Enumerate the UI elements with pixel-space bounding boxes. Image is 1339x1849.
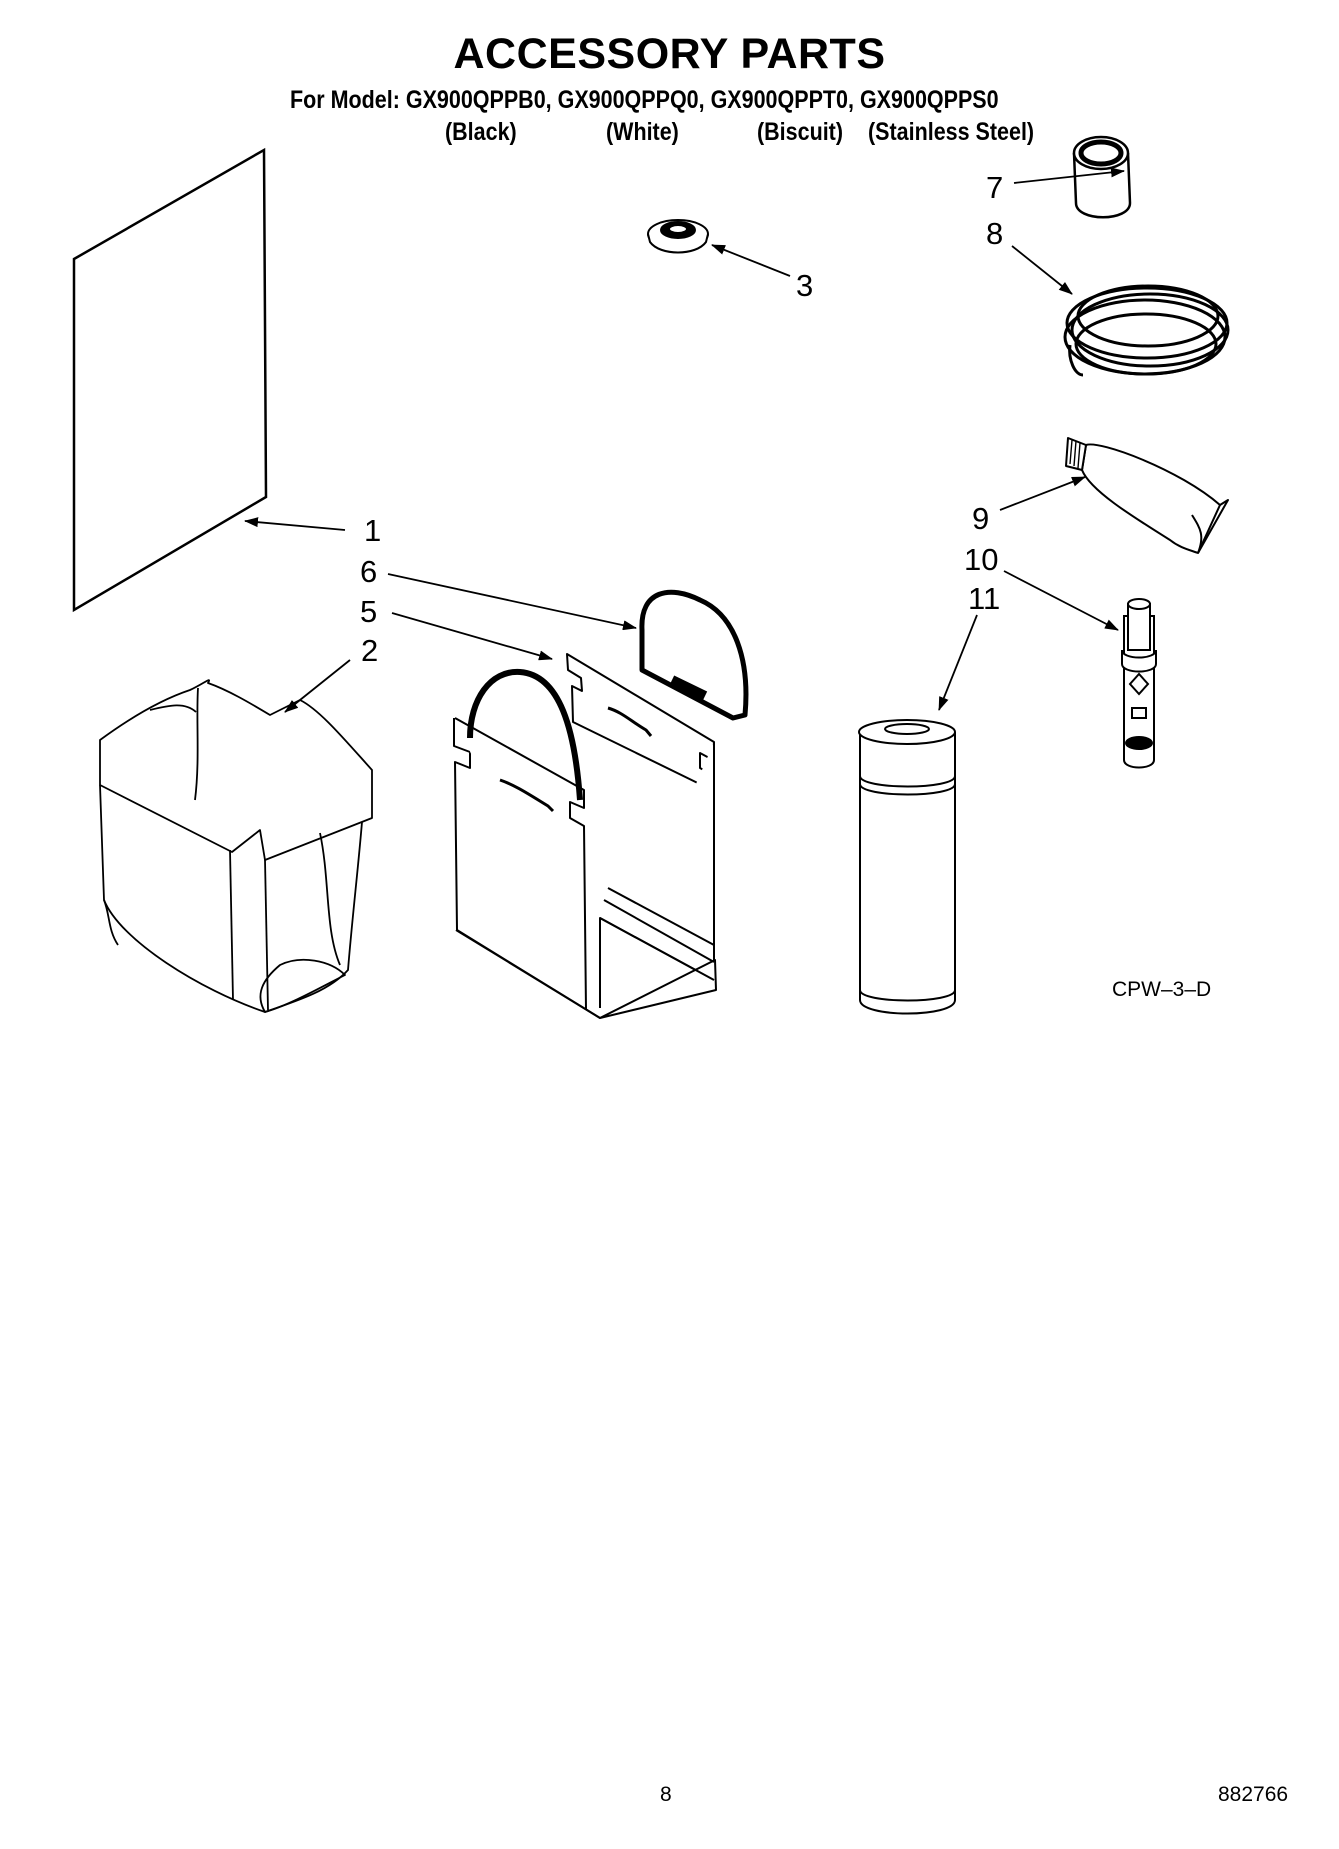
part-9-tube xyxy=(1065,437,1229,554)
color-label-biscuit: (Biscuit) xyxy=(757,118,843,146)
leader-line-6 xyxy=(387,573,637,631)
leader-line-1 xyxy=(244,517,346,531)
callout-7: 7 xyxy=(986,170,1004,205)
callout-1: 1 xyxy=(364,513,382,548)
leader-line-7 xyxy=(1013,167,1125,184)
callout-9: 9 xyxy=(972,501,990,536)
document-number: 882766 xyxy=(1218,1783,1289,1806)
part-7-ring xyxy=(1072,135,1132,219)
callout-10: 10 xyxy=(964,542,999,577)
part-3-cap xyxy=(647,219,709,254)
diagram-code: CPW–3–D xyxy=(1112,978,1212,1001)
part-6-handle xyxy=(639,589,749,721)
page-number: 8 xyxy=(660,1783,672,1806)
color-label-white: (White) xyxy=(606,118,679,146)
page-title: ACCESSORY PARTS xyxy=(453,30,886,78)
leader-line-10 xyxy=(1003,570,1119,631)
leader-line-11 xyxy=(938,614,978,711)
leader-line-8 xyxy=(1011,245,1073,295)
model-list: For Model: GX900QPPB0, GX900QPPQ0, GX900… xyxy=(290,86,999,114)
part-5-bag-caddy xyxy=(453,653,717,1019)
color-label-stainless-steel: (Stainless Steel) xyxy=(868,118,1035,146)
leader-line-3 xyxy=(711,244,791,277)
leader-line-5 xyxy=(391,612,553,661)
part-11-aerosol-can xyxy=(858,719,956,1015)
part-1-panel-sheet xyxy=(72,147,268,613)
part-8-coiled-hose xyxy=(1063,284,1230,377)
leader-line-9 xyxy=(999,476,1086,511)
callout-6: 6 xyxy=(360,554,378,589)
callout-5: 5 xyxy=(360,594,378,629)
callout-8: 8 xyxy=(986,216,1004,251)
callout-2: 2 xyxy=(361,633,379,668)
color-label-black: (Black) xyxy=(445,118,517,146)
leader-line-2 xyxy=(284,659,351,713)
color-labels: (Black) (White) (Biscuit) (Stainless Ste… xyxy=(0,118,1339,152)
part-10-bottle xyxy=(1121,598,1157,769)
part-2-trash-bag xyxy=(99,679,373,1013)
callout-3: 3 xyxy=(796,268,814,303)
callout-11: 11 xyxy=(968,581,1001,616)
